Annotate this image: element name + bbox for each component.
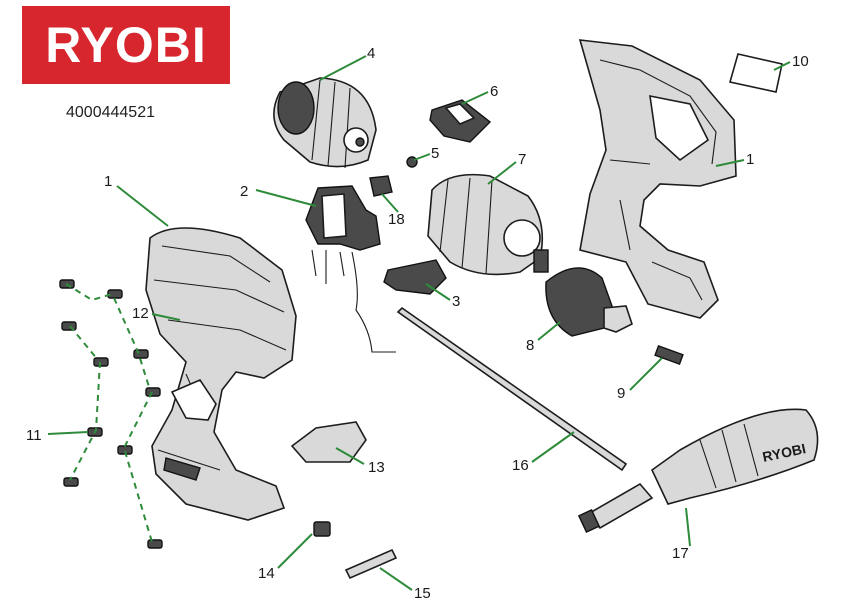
chuck-screw-part xyxy=(654,344,684,366)
depth-rod-part xyxy=(396,306,628,472)
motor-part xyxy=(273,77,377,169)
callout-11: 11 xyxy=(26,427,42,444)
callout-2: 2 xyxy=(240,183,248,200)
callout-8: 8 xyxy=(526,337,534,354)
cover-plate-part xyxy=(290,421,367,463)
led-part xyxy=(313,521,331,537)
callout-13: 13 xyxy=(368,459,385,476)
callout-16: 16 xyxy=(512,457,529,474)
callout-17: 17 xyxy=(672,545,689,562)
gearbox-part xyxy=(427,173,549,276)
callout-3: 3 xyxy=(452,293,460,310)
ryobi-logo: RYOBI xyxy=(22,6,230,84)
screw-dashed-lines xyxy=(65,283,153,543)
callout-14: 14 xyxy=(258,565,275,582)
left-housing-part xyxy=(145,227,297,521)
right-housing-part xyxy=(578,39,737,319)
callout-18: 18 xyxy=(388,211,405,228)
callout-1-right: 1 xyxy=(746,151,754,168)
callout-5: 5 xyxy=(431,145,439,162)
callout-4: 4 xyxy=(367,45,375,62)
callout-7: 7 xyxy=(518,151,526,168)
brush-plate-part xyxy=(429,99,492,143)
part-number: 4000444521 xyxy=(66,104,155,121)
label-plate-part xyxy=(728,53,783,93)
leader-lines xyxy=(47,55,791,591)
callout-6: 6 xyxy=(490,83,498,100)
chuck-part xyxy=(545,267,633,337)
driver-bit-part xyxy=(344,548,398,580)
switch-assembly-part xyxy=(305,185,396,353)
callout-9: 9 xyxy=(617,385,625,402)
logo-text: RYOBI xyxy=(45,17,207,73)
switch-connector-part xyxy=(369,175,393,197)
callout-1-left: 1 xyxy=(104,173,112,190)
callout-12: 12 xyxy=(132,305,149,322)
auxiliary-handle-part: RYOBI xyxy=(577,408,819,534)
callout-labels: 1 2 3 4 5 6 7 8 9 10 1 11 12 13 14 15 16… xyxy=(26,45,809,602)
callout-15: 15 xyxy=(414,585,431,602)
callout-10: 10 xyxy=(792,53,809,70)
bracket-part xyxy=(383,259,447,295)
